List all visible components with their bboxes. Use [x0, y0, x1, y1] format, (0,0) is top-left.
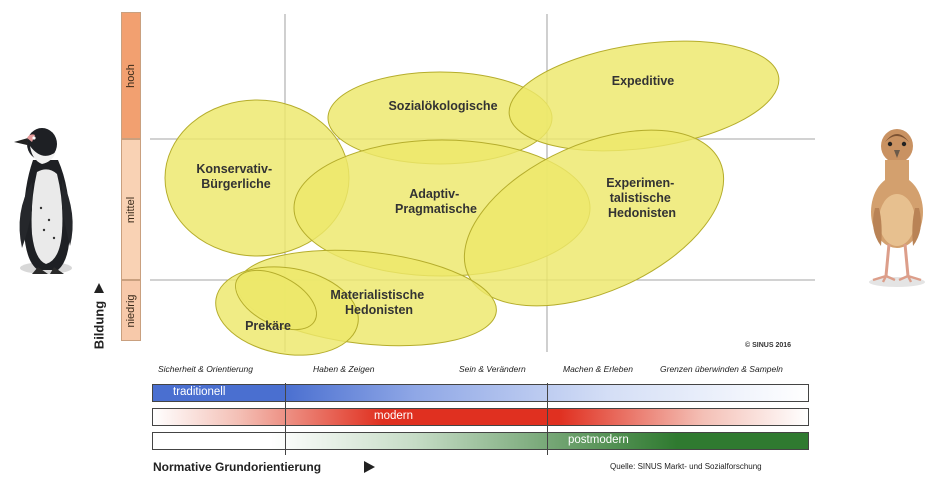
bildung-arrow-icon — [94, 283, 104, 293]
penguin-image — [14, 128, 73, 274]
milieu-experimentalistische-hedonisten-label: Experimen- talistische Hedonisten — [606, 176, 678, 220]
milieu-adaptiv-pragmatische-label: Adaptiv- Pragmatische — [395, 187, 477, 216]
bildung-level-hoch: hoch — [121, 12, 141, 139]
normative-arrow-icon — [364, 461, 375, 473]
milieu-prekaere-label: Prekäre — [245, 319, 291, 333]
copyright-note: © SINUS 2016 — [745, 342, 792, 349]
orientation-label-grenzen: Grenzen überwinden & Sampeln — [660, 364, 783, 374]
orientation-label-machen: Machen & Erleben — [563, 364, 633, 374]
orientation-label-haben: Haben & Zeigen — [313, 364, 375, 374]
milieu-prekaere-inner-area — [235, 269, 317, 331]
bar-traditionell-label: traditionell — [173, 386, 226, 398]
milieu-experimentalistische-hedonisten-area — [463, 129, 725, 307]
milieu-materialistische-hedonisten-label: Materialistische Hedonisten — [330, 288, 427, 317]
milieu-expeditive-label: Expeditive — [612, 74, 675, 88]
bildung-level-niedrig: niedrig — [121, 280, 141, 341]
bar-modern-label: modern — [374, 410, 413, 422]
milieu-konservativ-buergerliche-label: Konservativ- Bürgerliche — [196, 162, 275, 191]
bar-divider-right — [547, 383, 548, 455]
bar-traditionell: traditionell — [152, 384, 809, 402]
bar-divider-left — [285, 383, 286, 455]
milieu-sozialoekologische-label: Sozialökologische — [388, 99, 497, 113]
quail-image — [869, 129, 925, 287]
bar-postmodern: postmodern — [152, 432, 809, 450]
orientation-label-sicherheit: Sicherheit & Orientierung — [158, 364, 253, 374]
source-note: Quelle: SINUS Markt- und Sozialforschung — [610, 462, 762, 471]
orientation-label-sein: Sein & Verändern — [459, 364, 526, 374]
bar-modern: modern — [152, 408, 809, 426]
normative-axis-title: Normative Grundorientierung — [153, 460, 322, 474]
bar-postmodern-label: postmodern — [568, 434, 629, 446]
bildung-level-mittel: mittel — [121, 139, 141, 280]
